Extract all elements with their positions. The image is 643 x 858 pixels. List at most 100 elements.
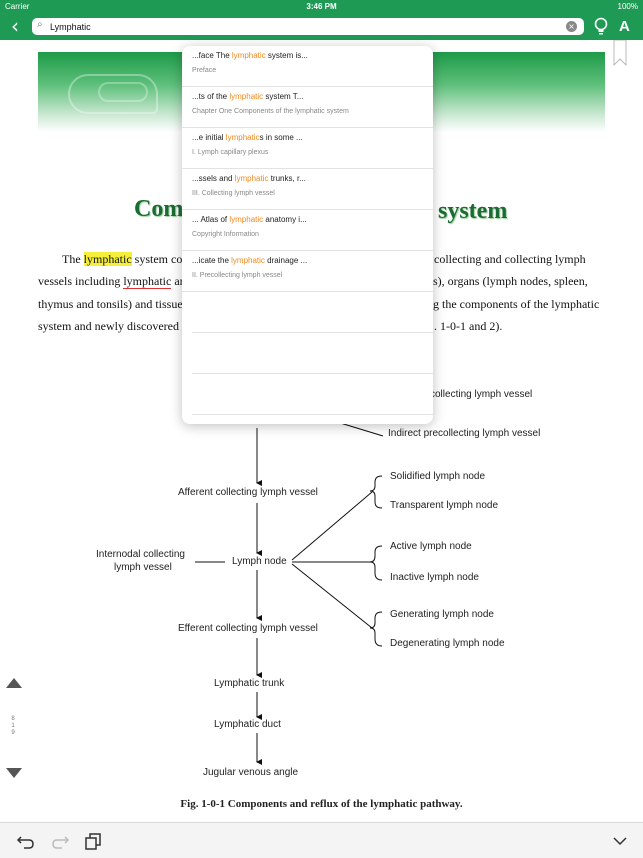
- search-highlight: lymphatic: [83, 252, 132, 266]
- battery-label: 100%: [617, 2, 638, 11]
- brace: [369, 611, 383, 647]
- search-result-item[interactable]: ...ssels and lymphatic trunks, r... III.…: [182, 169, 433, 210]
- diagram-label: Transparent lymph node: [390, 500, 499, 511]
- diagram-label: lymph vessel: [114, 562, 172, 573]
- paragraph-line: collecting and collecting lymph: [434, 252, 586, 266]
- banner-ornament: [68, 74, 158, 114]
- snippet-text: s in some ...: [259, 133, 303, 142]
- clear-search-icon[interactable]: ×: [566, 21, 577, 32]
- page-number: 8 1 9: [11, 716, 15, 736]
- figure-caption: Fig. 1-0-1 Components and reflux of the …: [180, 798, 463, 810]
- text-span: The: [62, 252, 84, 266]
- search-result-item[interactable]: ...icate the lymphatic drainage ... II. …: [182, 251, 433, 292]
- diagram-label: Indirect precollecting lymph vessel: [388, 428, 541, 439]
- snippet-keyword: lymphatic: [234, 174, 269, 183]
- result-snippet: ...icate the lymphatic drainage ...: [192, 256, 427, 265]
- font-icon: A: [619, 18, 630, 35]
- branch-line: [291, 491, 373, 561]
- paragraph-line: vessels including lymphatic ar: [38, 274, 184, 289]
- result-location: Preface: [192, 67, 217, 74]
- chevron-down-icon[interactable]: [610, 831, 630, 851]
- bookmark-icon[interactable]: [613, 40, 627, 66]
- text-span: ar: [171, 274, 184, 288]
- diagram-label: Internodal collecting: [96, 549, 185, 560]
- result-snippet: ...ssels and lymphatic trunks, r...: [192, 174, 427, 183]
- nav-bar: ‹ ⌕ × A: [0, 14, 643, 40]
- empty-result-row: [192, 333, 433, 374]
- diagram-label: Lymphatic trunk: [214, 678, 285, 689]
- chapter-title-right: system: [438, 198, 508, 224]
- snippet-keyword: lymphatic: [231, 51, 266, 60]
- font-size-button[interactable]: A: [619, 18, 630, 35]
- diagram-label: Lymphatic duct: [214, 719, 281, 730]
- diagram-label: Generating lymph node: [390, 609, 494, 620]
- redo-icon[interactable]: [50, 831, 70, 851]
- snippet-keyword: lymphatic: [229, 92, 264, 101]
- bottom-toolbar: [0, 822, 643, 858]
- snippet-keyword: lymphatic: [225, 133, 260, 142]
- clock: 3:46 PM: [306, 2, 337, 11]
- paragraph-line: . 1-0-1 and 2).: [434, 319, 503, 333]
- snippet-text: trunks, r...: [268, 174, 306, 183]
- status-bar: Carrier 3:46 PM 100%: [0, 0, 643, 14]
- search-bar[interactable]: ⌕ ×: [32, 18, 584, 35]
- back-button[interactable]: ‹: [6, 16, 24, 38]
- diagram-label: Degenerating lymph node: [390, 638, 505, 649]
- banner-ornament: [98, 82, 148, 102]
- undo-icon[interactable]: [16, 831, 36, 851]
- diagram-label: Afferent collecting lymph vessel: [178, 487, 318, 498]
- snippet-keyword: lymphatic: [229, 215, 264, 224]
- result-location: I. Lymph capillary plexus: [192, 149, 269, 156]
- diagram-label: Inactive lymph node: [390, 572, 479, 583]
- snippet-text: ...icate the: [192, 256, 232, 265]
- search-result-item[interactable]: ... Atlas of lymphatic anatomy i... Copy…: [182, 210, 433, 251]
- snippet-text: anatomy i...: [263, 215, 307, 224]
- search-result-item[interactable]: ...face The lymphatic system is... Prefa…: [182, 46, 433, 87]
- paragraph-line: The lymphatic system co: [62, 252, 182, 267]
- chapter-title-left: Com: [134, 196, 184, 222]
- result-location: Copyright Information: [192, 231, 259, 238]
- snippet-text: drainage ...: [264, 256, 308, 265]
- lightbulb-icon[interactable]: [593, 17, 609, 37]
- result-location: Chapter One Components of the lymphatic …: [192, 108, 349, 115]
- search-result-item[interactable]: ...e initial lymphatics in some ... I. L…: [182, 128, 433, 169]
- snippet-text: ...ssels and: [192, 174, 235, 183]
- snippet-text: ...face The: [192, 51, 232, 60]
- diagram-label: Efferent collecting lymph vessel: [178, 623, 318, 634]
- text-span: vessels including: [38, 274, 124, 288]
- empty-result-row: [192, 292, 433, 333]
- result-snippet: ... Atlas of lymphatic anatomy i...: [192, 215, 427, 224]
- result-location: III. Collecting lymph vessel: [192, 190, 275, 197]
- search-input[interactable]: [50, 19, 560, 34]
- search-icon: ⌕: [37, 19, 43, 30]
- snippet-text: system T...: [263, 92, 304, 101]
- paragraph-line: g the components of the lymphatic: [433, 297, 600, 311]
- diagram-label: Solidified lymph node: [390, 471, 486, 482]
- paragraph-line: system and newly discovered: [38, 319, 179, 333]
- paragraph-line: thymus and tonsils) and tissue: [38, 297, 183, 311]
- paragraph-line: s), organs (lymph nodes, spleen,: [433, 274, 588, 288]
- brace: [369, 545, 383, 581]
- snippet-keyword: lymphatic: [231, 256, 265, 265]
- text-span: system co: [131, 252, 183, 266]
- page-up-icon[interactable]: [6, 678, 22, 688]
- result-snippet: ...e initial lymphatics in some ...: [192, 133, 427, 142]
- search-results-popover: ...face The lymphatic system is... Prefa…: [182, 46, 433, 424]
- search-result-item[interactable]: ...ts of the lymphatic system T... Chapt…: [182, 87, 433, 128]
- underlined-word: lymphatic: [123, 274, 172, 289]
- connector-line: [336, 421, 384, 437]
- brace: [369, 475, 383, 509]
- result-snippet: ...ts of the lymphatic system T...: [192, 92, 427, 101]
- empty-result-row: [192, 374, 433, 415]
- diagram-label: Lymph node: [232, 556, 287, 567]
- diagram-label: collecting lymph vessel: [430, 389, 533, 400]
- diagram-label: Jugular venous angle: [203, 767, 299, 778]
- diagram-label: Active lymph node: [390, 541, 472, 552]
- carrier-label: Carrier: [5, 2, 30, 11]
- snippet-text: system is...: [265, 51, 308, 60]
- branch-line: [291, 563, 373, 629]
- copy-icon[interactable]: [83, 831, 103, 851]
- snippet-text: ...ts of the: [192, 92, 230, 101]
- result-snippet: ...face The lymphatic system is...: [192, 51, 427, 60]
- page-down-icon[interactable]: [6, 768, 22, 778]
